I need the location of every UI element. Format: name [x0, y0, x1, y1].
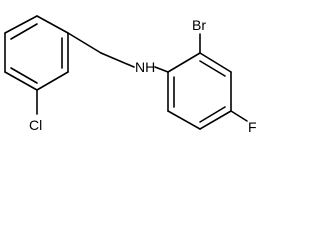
n-to-ring-bond [154, 66, 169, 73]
ring-to-ch2-bond [67, 32, 102, 54]
ch2-to-n-bond [100, 52, 135, 68]
atom-label-cl: Cl [29, 117, 42, 133]
atom-label-br: Br [192, 17, 206, 33]
c-f-bond [230, 110, 248, 122]
bromofluorophenyl-ring [167, 52, 232, 130]
atom-label-nh: NH [135, 59, 155, 75]
structure-diagram: NH Br Cl F [4, 15, 257, 135]
atom-label-f: F [248, 119, 257, 135]
chlorophenyl-ring [4, 15, 69, 91]
